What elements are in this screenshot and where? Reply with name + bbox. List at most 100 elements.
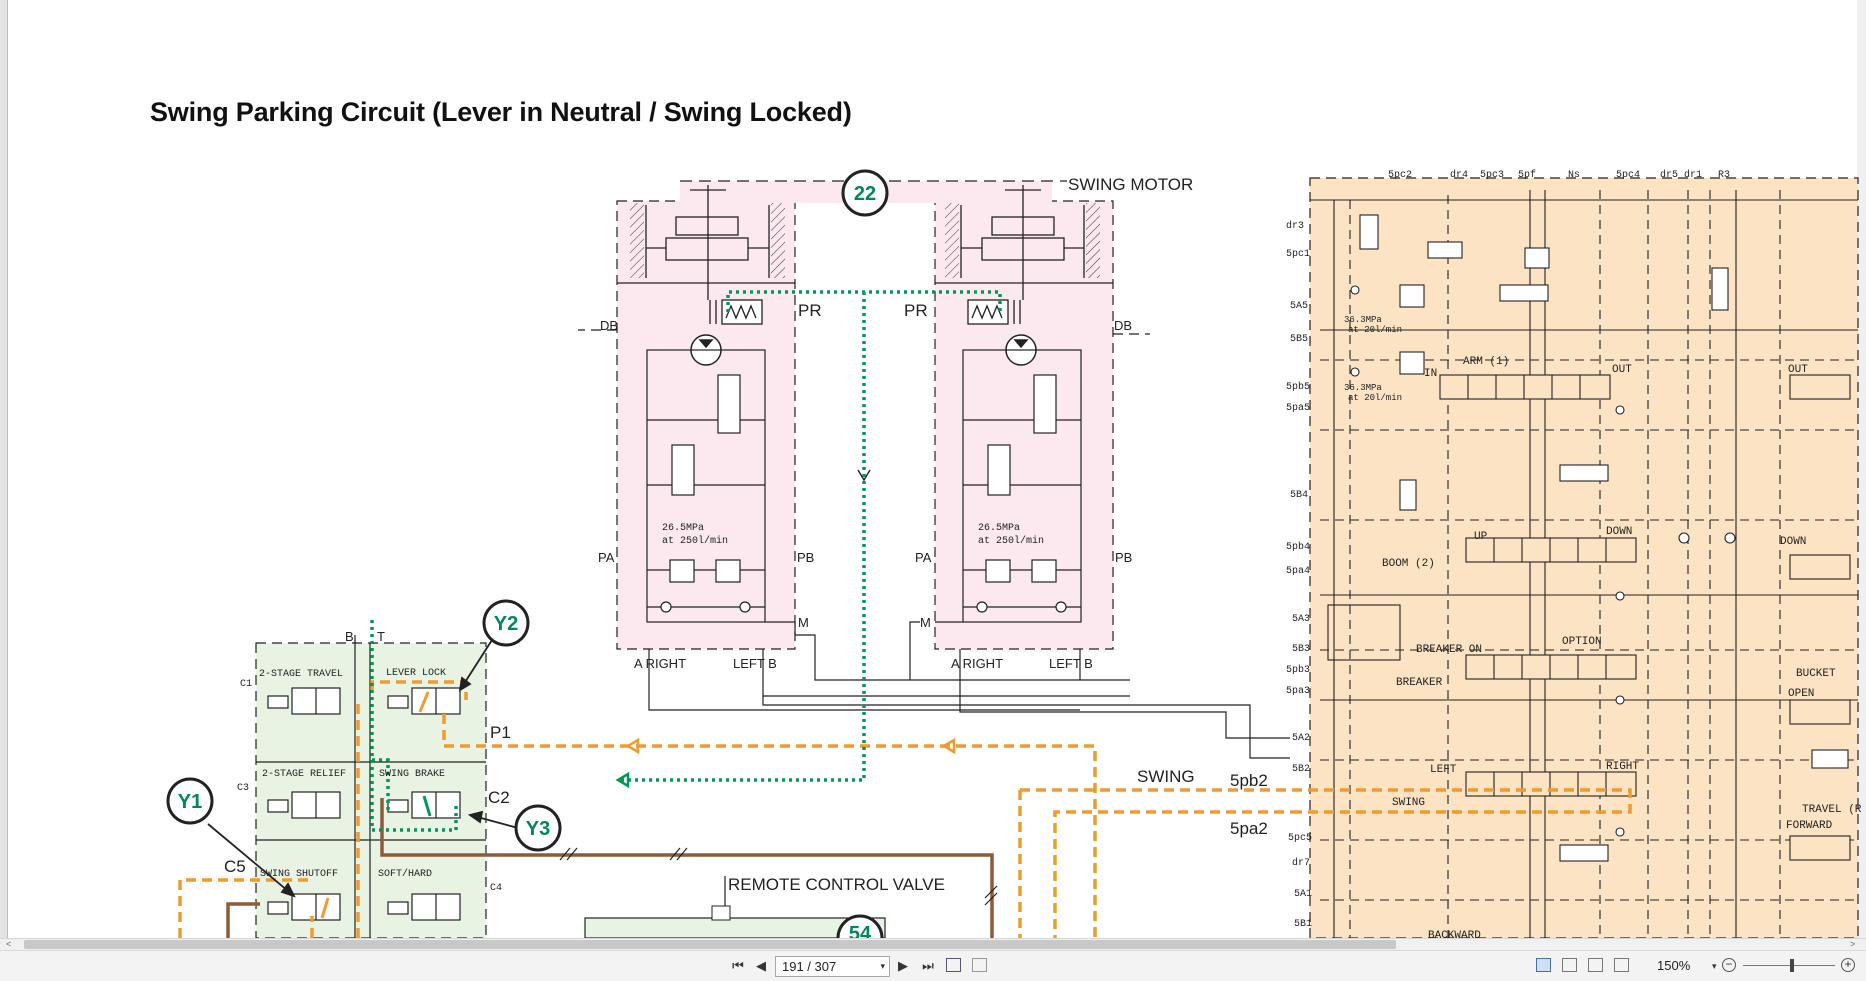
valve-top-port-label: 5pf [1518,169,1536,181]
valve-relief-2a: 36.3MPa [1344,383,1382,393]
relief-left-flow: at 250l/min [662,535,728,547]
gearbox-right [935,185,1113,300]
hydraulic-schematic: 5pc2 dr4 5pc3 5pf Ns 5pc4 dr5 dr1 R3 dr3… [166,169,1862,938]
port-t-label: T [377,629,385,644]
page-number-field[interactable]: 191 / 307 ▾ [775,956,890,977]
valve-section-boom2: BOOM (2) [1382,558,1435,570]
scroll-left-arrow-icon[interactable]: < [6,939,12,949]
db-left-label: DB [600,318,618,333]
valve-port-label: 5A2 [1292,733,1310,744]
zoom-level[interactable]: 150% [1657,958,1691,973]
zoom-slider-thumb[interactable] [1790,959,1794,972]
scroll-right-arrow-icon[interactable]: > [1850,939,1856,949]
single-page-view-icon[interactable] [1536,958,1551,972]
valve-label-up: UP [1474,531,1488,543]
last-page-button[interactable]: ⏭ [922,958,934,973]
remote-control-valve-label: REMOTE CONTROL VALVE [728,875,945,894]
swing-line-label: SWING [1137,767,1195,786]
zoom-out-button[interactable]: − [1722,958,1736,972]
valve-port-label: 5pb3 [1286,664,1310,676]
port-b-label: B [345,629,354,644]
parking-brake-right [967,299,1021,325]
document-viewport[interactable]: 5pc2 dr4 5pc3 5pf Ns 5pc4 dr5 dr1 R3 dr3… [0,0,1866,938]
control-valve-internals [1310,190,1858,938]
valve-label-breaker: BREAKER [1396,677,1443,689]
chevron-down-icon[interactable]: ▾ [1712,961,1717,971]
m-right-label: M [920,615,931,630]
remote-control-valve [584,917,886,938]
chevron-down-icon[interactable]: ▾ [880,961,885,971]
callout-y3-label: Y3 [526,818,550,840]
valve-port-label: 5B4 [1290,490,1308,501]
callout-y2-label: Y2 [494,613,518,635]
port-c1-label: C1 [240,679,252,690]
pr-right-label: PR [904,301,928,320]
valve-top-port-label: R3 [1718,170,1730,181]
valve-label-open: OPEN [1788,688,1814,700]
c2-label: C2 [488,788,510,807]
port-c4-label: C4 [490,883,502,894]
valve-label-breaker-on: BREAKER ON [1416,644,1482,656]
valve-label-down: DOWN [1606,526,1632,538]
port-c3-label: C3 [237,783,249,794]
valve-top-port-label: dr1 [1684,169,1702,181]
callout-y2-circle [482,599,530,647]
callout-22-label: 22 [854,183,876,205]
m-left-label: M [798,615,809,630]
valve-top-port-label: dr4 [1450,169,1468,181]
valve-section-arm1: ARM (1) [1463,356,1509,368]
valve-relief-1a: 36.3MPa [1344,315,1382,325]
valve-relief-1b: at 20l/min [1348,325,1402,335]
motor-circuit-left [646,349,796,635]
motor-circuit-right [935,349,1082,623]
valve-top-port-label: 5pc2 [1388,170,1412,181]
valve-port-label: 5pb4 [1286,541,1310,553]
valve-label-in: IN [1424,368,1437,380]
green-pilot-lines [370,290,1002,832]
pb-left-label: PB [797,550,814,565]
valve-section-swing: SWING [1392,797,1425,809]
valve-section-travel: TRAVEL (R [1802,804,1862,816]
pr-left-label: PR [798,301,822,320]
callout-y3-circle [514,804,562,852]
valve-label-down-2: DOWN [1780,536,1806,548]
solenoid-swing-shutoff: SWING SHUTOFF [260,869,338,880]
valve-port-label: 5A1 [1294,889,1312,900]
port-5pb2-label: 5pb2 [1230,771,1268,790]
callout-54-label: 54 [849,923,872,938]
continuous-view-icon[interactable] [1562,958,1577,972]
horizontal-scrollbar[interactable]: < > [0,938,1866,950]
valve-port-label: 5pa5 [1286,403,1310,414]
viewer-toolbar: ⏮ ◀ 191 / 307 ▾ ▶ ⏭ 150% ▾ − + [0,950,1866,981]
previous-page-button[interactable]: ◀ [756,958,766,973]
valve-top-port-label: dr5 [1660,169,1678,181]
pa-left-label: PA [598,550,615,565]
horizontal-scroll-thumb[interactable] [24,940,1396,949]
viewer-left-gutter [0,0,8,938]
valve-port-label: 5pb5 [1286,381,1310,393]
zoom-in-button[interactable]: + [1841,958,1855,972]
valve-label-out: OUT [1612,364,1632,376]
facing-continuous-view-icon[interactable] [1614,958,1629,972]
callout-y1-label: Y1 [178,791,202,813]
pa-right-label: PA [915,550,932,565]
valve-port-label: dr7 [1292,857,1310,869]
solenoid-soft-hard: SOFT/HARD [378,868,432,880]
next-page-button[interactable]: ▶ [898,958,908,973]
zoom-slider-track[interactable] [1743,965,1835,966]
relief-right-flow: at 250l/min [978,535,1044,547]
facing-view-icon[interactable] [1588,958,1603,972]
drain-lines [226,798,994,938]
first-page-button[interactable]: ⏮ [732,958,744,973]
callout-22-circle [841,169,889,217]
port-5pa2-label: 5pa2 [1230,819,1268,838]
snapshot-icon[interactable] [972,958,987,972]
relief-right-pressure: 26.5MPa [978,523,1020,534]
rotate-view-icon[interactable] [946,958,961,972]
valve-label-backward: BACKWARD [1428,930,1481,938]
callout-y1-circle [166,777,214,825]
valve-port-label: 5B2 [1292,764,1310,775]
motor-port-lines [648,621,1290,759]
relief-left-pressure: 26.5MPa [662,523,704,534]
solenoid-2-stage-travel: 2-STAGE TRAVEL [259,669,343,680]
